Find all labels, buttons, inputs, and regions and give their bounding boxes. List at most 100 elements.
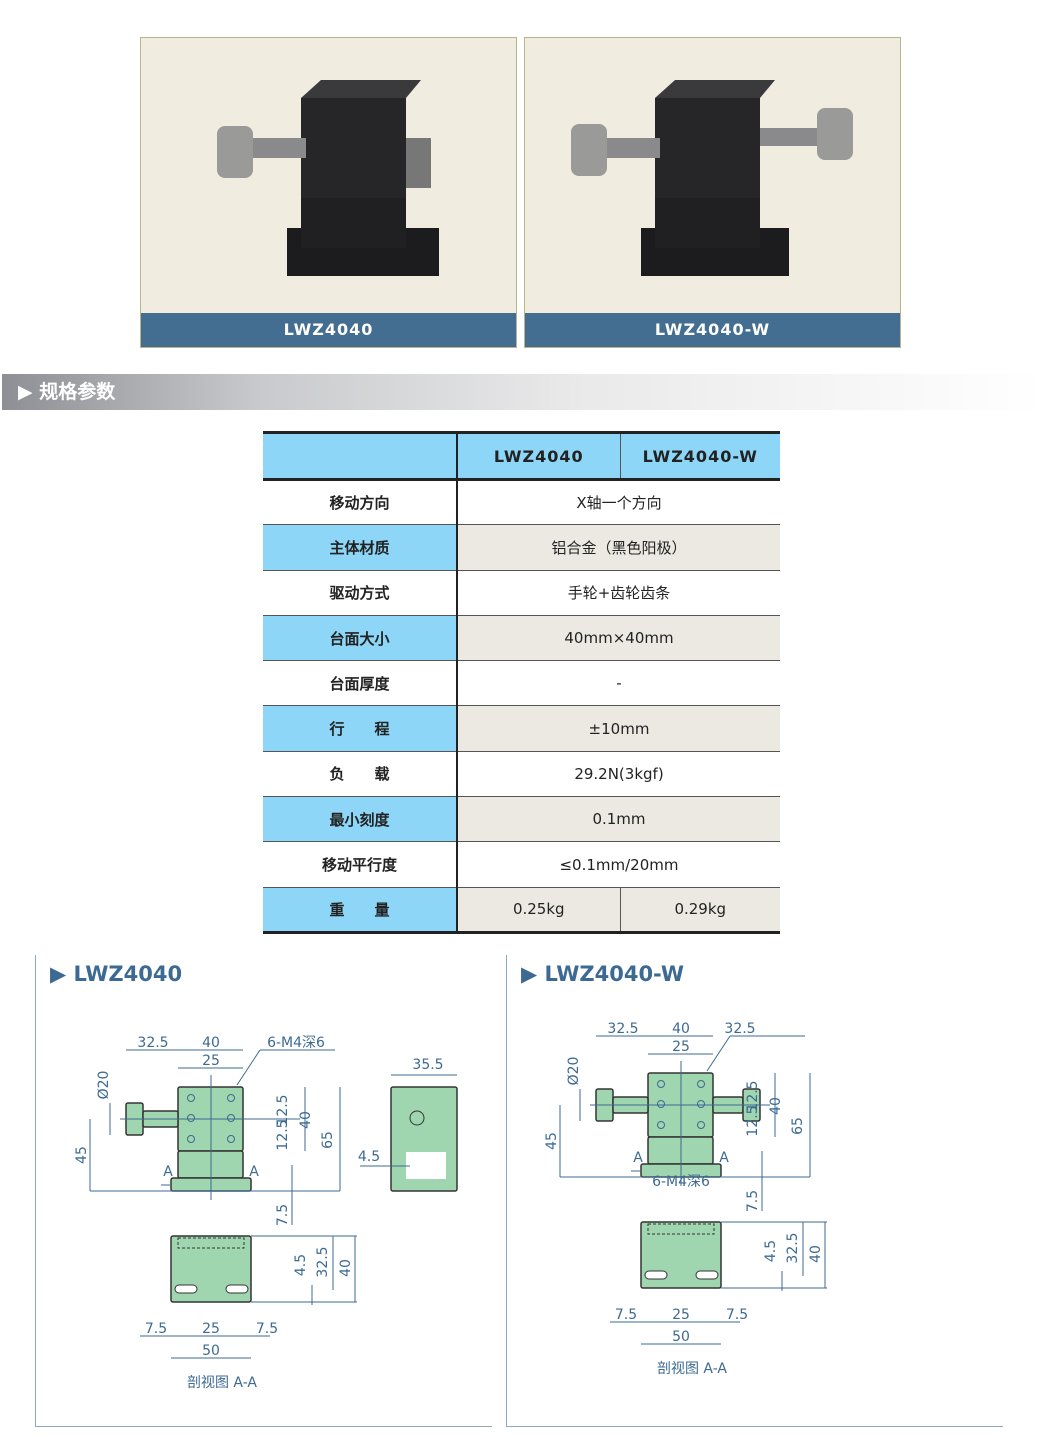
product-photo-lwz4040: LWZ4040: [140, 37, 517, 348]
stage-image: [217, 80, 439, 276]
row-label: 主体材质: [263, 524, 458, 571]
section-header-specs: ▶ 规格参数: [2, 374, 1041, 410]
dimension-label: 12.5: [745, 1105, 761, 1136]
row-label: 移动平行度: [263, 841, 458, 888]
drawing-title: ▶ LWZ4040-W: [521, 962, 684, 986]
dimension-label: 40: [202, 1035, 220, 1051]
slot: [174, 1284, 198, 1294]
dimension-label: 7.5: [145, 1321, 167, 1337]
slot: [225, 1284, 249, 1294]
dimension-label: 40: [808, 1245, 824, 1263]
header-cell: LWZ4040: [457, 431, 621, 481]
dimension-label: 7.5: [745, 1190, 761, 1212]
drawing-title: ▶ LWZ4040: [50, 962, 183, 986]
mount-hole-icon: [187, 1114, 195, 1122]
dimension-label: Ø20: [96, 1071, 112, 1100]
slot: [644, 1270, 668, 1280]
dimension-label: 32.5: [607, 1021, 638, 1037]
row-value: ≤0.1mm/20mm: [457, 841, 780, 888]
header-cell: LWZ4040-W: [620, 431, 780, 481]
mount-hole-icon: [227, 1094, 235, 1102]
drawing-frame-lwz4040-w: [506, 955, 1003, 1427]
table-row: 主体材质铝合金（黑色阳极）: [263, 524, 780, 571]
dimension-label: 50: [202, 1343, 220, 1359]
dimension-label: 7.5: [256, 1321, 278, 1337]
mount-hole-icon: [697, 1100, 705, 1108]
row-label: 负 载: [263, 751, 458, 798]
dimension-line: [236, 1049, 261, 1086]
table-row: 行 程±10mm: [263, 705, 780, 752]
row-value: 铝合金（黑色阳极）: [457, 524, 780, 571]
dimension-label: 12.5: [275, 1094, 291, 1125]
header-cell: [263, 431, 458, 481]
dimension-label: 25: [672, 1039, 690, 1055]
dimension-label: 4.5: [293, 1254, 309, 1276]
dimension-label: 7.5: [615, 1307, 637, 1323]
mount-hole-icon: [187, 1094, 195, 1102]
section-caption: 剖视图 A-A: [657, 1361, 727, 1377]
row-label: 重 量: [263, 887, 458, 934]
mount-hole-icon: [227, 1114, 235, 1122]
dimension-label: 40: [672, 1021, 690, 1037]
dimension-line: [706, 1035, 731, 1072]
product-caption: LWZ4040: [141, 313, 516, 347]
dimension-label: A: [633, 1150, 643, 1166]
slot: [695, 1270, 719, 1280]
row-value: 手轮+齿轮齿条: [457, 570, 780, 616]
lock-screw-icon: [409, 1110, 425, 1126]
dimension-label: 35.5: [412, 1057, 443, 1073]
stage-image: [571, 80, 853, 276]
dimension-label: 7.5: [726, 1307, 748, 1323]
row-value: -: [457, 660, 780, 707]
section-caption: 剖视图 A-A: [187, 1375, 257, 1391]
row-label: 驱动方式: [263, 570, 458, 616]
row-value: X轴一个方向: [457, 479, 780, 526]
mount-hole-icon: [187, 1135, 195, 1143]
mount-hole-icon: [697, 1121, 705, 1129]
dimension-label: A: [249, 1164, 259, 1180]
dimension-label: 50: [672, 1329, 690, 1345]
dimension-label: 6-M4深6: [267, 1035, 325, 1051]
hatch: [177, 1237, 245, 1249]
dimension-label: 12.5: [745, 1080, 761, 1111]
dimension-label: 4.5: [358, 1149, 380, 1165]
mount-hole-icon: [657, 1121, 665, 1129]
dimension-label: A: [163, 1164, 173, 1180]
dimension-label: 45: [544, 1132, 560, 1150]
dimension-label: 6-M4深6: [652, 1174, 710, 1190]
dimension-label: 25: [202, 1321, 220, 1337]
product-photo-lwz4040-w: LWZ4040-W: [524, 37, 901, 348]
row-value: 0.29kg: [620, 887, 780, 934]
dimension-label: 4.5: [763, 1240, 779, 1262]
mount-hole-icon: [657, 1080, 665, 1088]
dimension-label: 32.5: [315, 1246, 331, 1277]
dimension-label: 25: [202, 1053, 220, 1069]
side-cutout: [406, 1152, 446, 1179]
row-label: 台面大小: [263, 615, 458, 662]
dimension-label: 65: [790, 1117, 806, 1135]
drawing-frame-lwz4040: [35, 955, 492, 1427]
dimension-label: 32.5: [137, 1035, 168, 1051]
dimension-label: 40: [298, 1111, 314, 1129]
dimension-label: 45: [74, 1146, 90, 1164]
product-caption: LWZ4040-W: [525, 313, 900, 347]
row-label: 移动方向: [263, 479, 458, 526]
mount-hole-icon: [697, 1080, 705, 1088]
dimension-label: Ø20: [566, 1057, 582, 1086]
dimension-label: 25: [672, 1307, 690, 1323]
row-value: 0.25kg: [457, 887, 621, 934]
mount-hole-icon: [657, 1100, 665, 1108]
row-label: 行 程: [263, 705, 458, 752]
dimension-label: 32.5: [724, 1021, 755, 1037]
dimension-label: 32.5: [785, 1232, 801, 1263]
row-value: 40mm×40mm: [457, 615, 780, 662]
mount-hole-icon: [227, 1135, 235, 1143]
